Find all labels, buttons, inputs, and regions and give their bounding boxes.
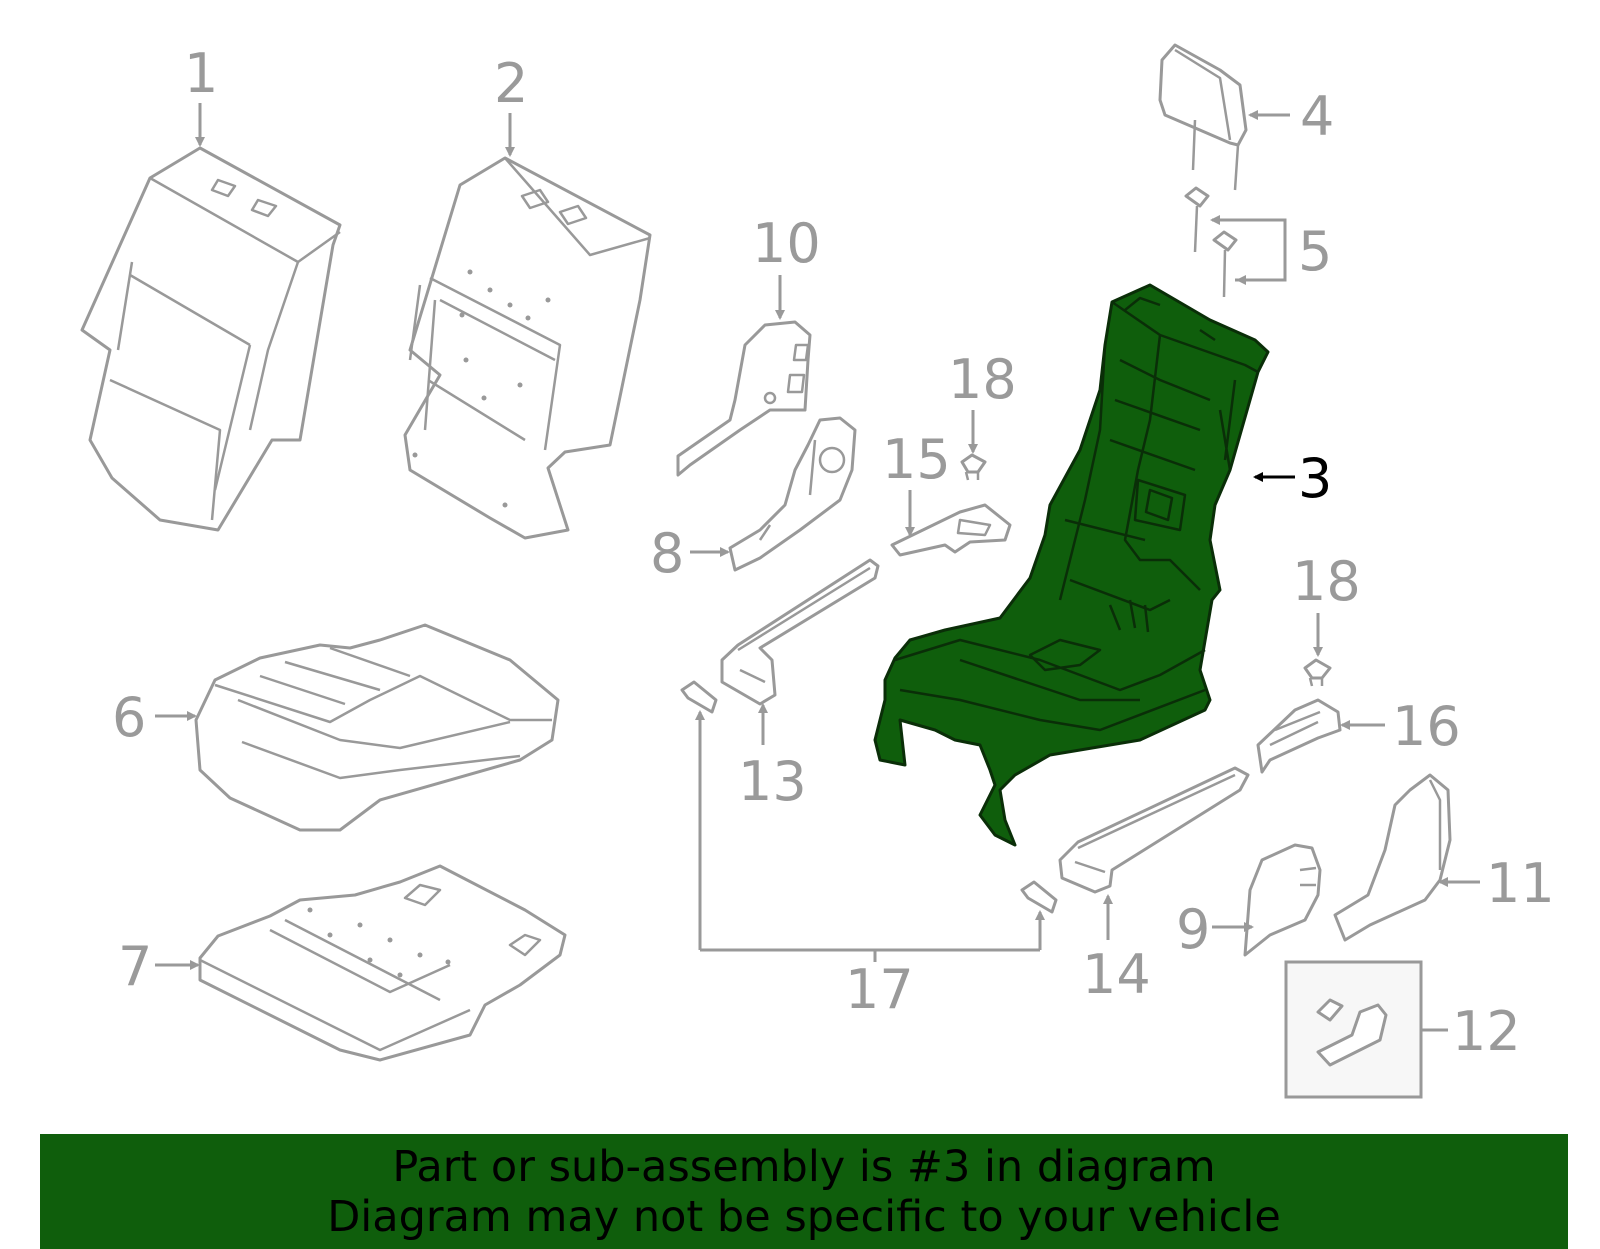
callout-15: 15 bbox=[882, 428, 951, 491]
parts-diagram: 1 2 3 4 5 6 7 8 9 10 11 12 13 14 15 16 1… bbox=[80, 42, 1555, 1099]
banner-line-1: Part or sub-assembly is #3 in diagram bbox=[392, 1142, 1216, 1192]
part-17-clip-right[interactable] bbox=[1020, 880, 1058, 914]
part-11-side-shield[interactable] bbox=[1333, 773, 1452, 942]
callout-8: 8 bbox=[650, 522, 684, 585]
callout-4: 4 bbox=[1300, 85, 1334, 148]
callout-16: 16 bbox=[1392, 695, 1461, 758]
callout-labels: 1 2 3 4 5 6 7 8 9 10 11 12 13 14 15 16 1… bbox=[112, 42, 1555, 1063]
callout-3: 3 bbox=[1298, 447, 1332, 510]
part-8-recliner-bracket[interactable] bbox=[728, 416, 857, 572]
part-18-clip-lower[interactable] bbox=[1303, 658, 1332, 687]
callout-10: 10 bbox=[752, 212, 821, 275]
part-18-clip-upper[interactable] bbox=[960, 453, 987, 481]
callout-17: 17 bbox=[845, 958, 914, 1021]
callout-6: 6 bbox=[112, 686, 146, 749]
part-2-seat-back-pad[interactable] bbox=[403, 156, 652, 540]
leader-lines bbox=[155, 103, 1480, 1032]
part-10-trim-bracket[interactable] bbox=[676, 320, 812, 477]
part-4-headrest[interactable] bbox=[1158, 43, 1248, 191]
part-12-box[interactable] bbox=[1284, 960, 1423, 1099]
callout-13: 13 bbox=[738, 750, 807, 813]
callout-2: 2 bbox=[494, 52, 528, 115]
part-13-inner-track[interactable] bbox=[720, 558, 880, 706]
callout-18-lower: 18 bbox=[1292, 550, 1361, 613]
part-1-seat-back-cover[interactable] bbox=[80, 146, 342, 532]
callout-14: 14 bbox=[1082, 943, 1151, 1006]
banner-line-2: Diagram may not be specific to your vehi… bbox=[327, 1192, 1281, 1242]
part-15-bracket[interactable] bbox=[890, 503, 1012, 557]
part-5-headrest-guides[interactable] bbox=[1184, 186, 1238, 298]
part-3-seat-frame[interactable] bbox=[873, 283, 1270, 847]
callout-12: 12 bbox=[1452, 1000, 1521, 1063]
callout-1: 1 bbox=[184, 42, 218, 105]
info-banner: Part or sub-assembly is #3 in diagram Di… bbox=[40, 1134, 1568, 1249]
part-6-cushion-cover[interactable] bbox=[194, 623, 560, 832]
callout-7: 7 bbox=[118, 935, 152, 998]
callout-5: 5 bbox=[1298, 220, 1332, 283]
part-16-bracket[interactable] bbox=[1256, 698, 1342, 774]
callout-11: 11 bbox=[1486, 852, 1555, 915]
part-7-cushion-pan[interactable] bbox=[198, 864, 567, 1062]
part-9-side-trim[interactable] bbox=[1243, 843, 1322, 957]
callout-9: 9 bbox=[1176, 898, 1210, 961]
callout-18-upper: 18 bbox=[948, 348, 1017, 411]
part-17-clip-left[interactable] bbox=[680, 680, 718, 714]
part-14-outer-track[interactable] bbox=[1058, 766, 1250, 894]
